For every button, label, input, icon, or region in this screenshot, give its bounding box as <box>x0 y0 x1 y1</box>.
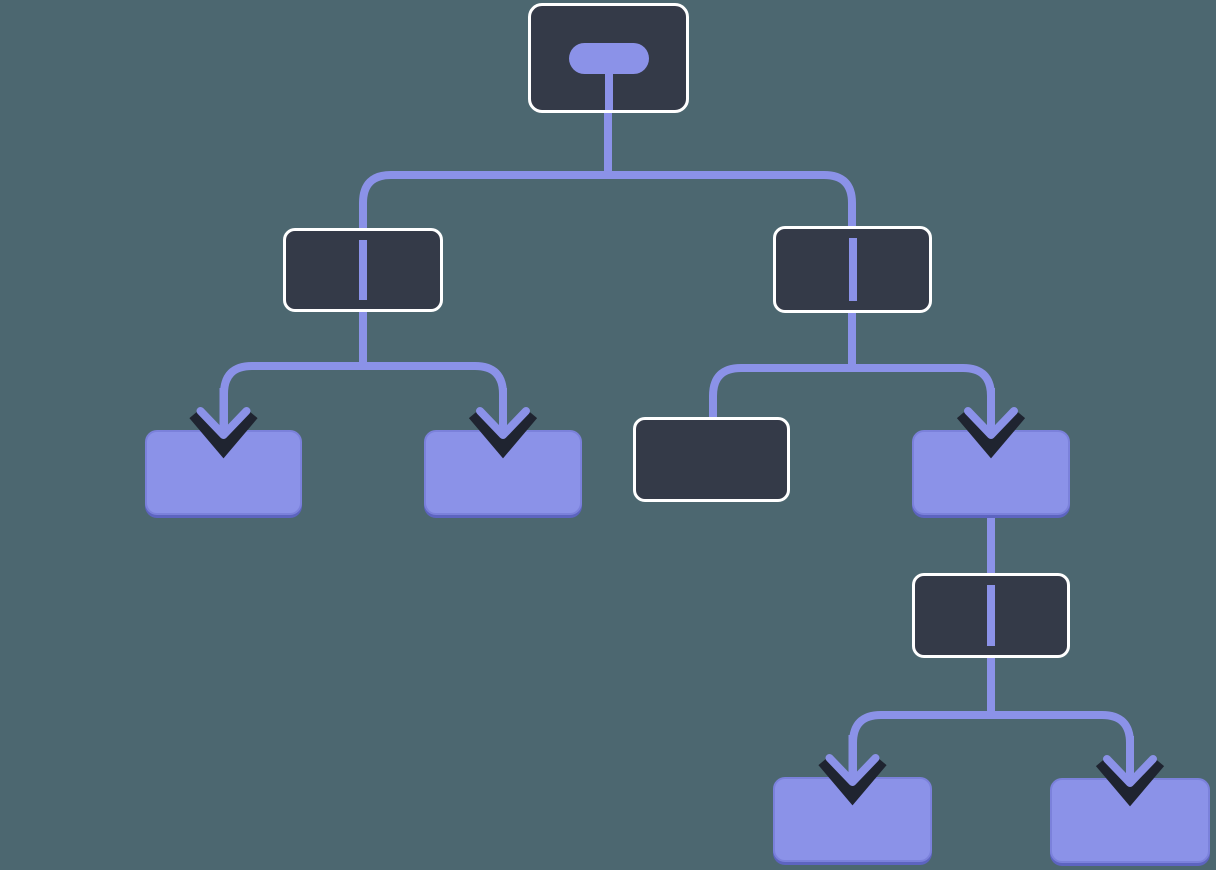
pass-through-line-icon <box>359 240 367 300</box>
connector-split-3 <box>849 711 1134 781</box>
pass-through-line-icon <box>987 585 995 646</box>
flow-node-leaf-left-2[interactable] <box>424 430 582 515</box>
flow-node-node-dark-leaf[interactable] <box>633 417 790 502</box>
flow-node-root[interactable] <box>528 3 689 113</box>
flow-node-branch-left[interactable] <box>283 228 443 312</box>
flow-node-leaf-bottom-1[interactable] <box>773 777 932 862</box>
flow-node-leaf-left-1[interactable] <box>145 430 302 515</box>
pass-through-line-icon <box>848 238 857 301</box>
flow-node-branch-right[interactable] <box>773 226 932 313</box>
flow-node-branch-lower[interactable] <box>912 573 1070 658</box>
flow-node-leaf-right-1[interactable] <box>912 430 1070 515</box>
root-pill-stem <box>604 70 613 110</box>
connector-split-2-left <box>220 362 507 434</box>
flow-node-leaf-bottom-2[interactable] <box>1050 778 1210 863</box>
root-pill-icon <box>568 43 649 74</box>
